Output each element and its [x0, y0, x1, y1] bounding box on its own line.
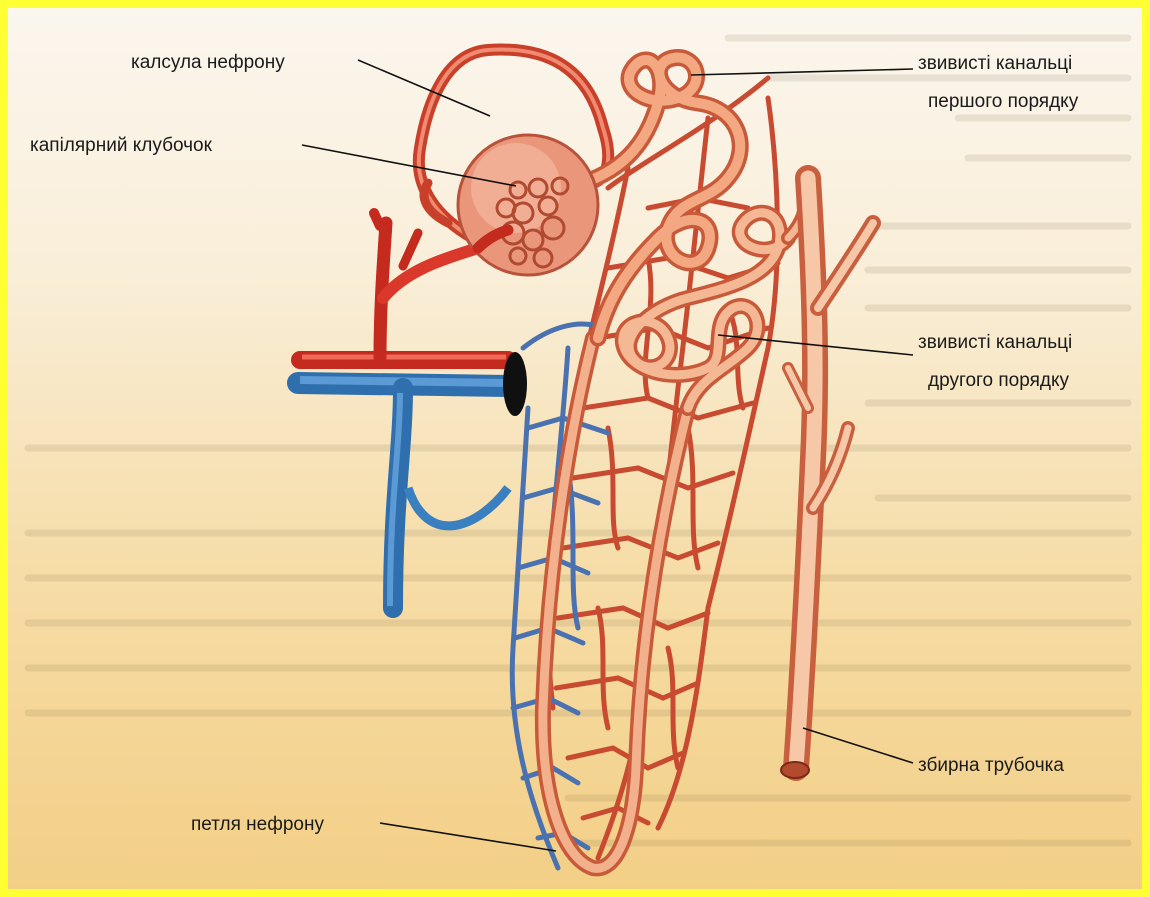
label-proximal-tubules-line1: звивисті канальці — [918, 53, 1072, 74]
label-capsule: калсула нефрону — [131, 52, 285, 73]
nephron-diagram: калсула нефрону капілярний клубочок звив… — [8, 8, 1142, 889]
vessel-cut-end — [503, 352, 527, 416]
renal-vein — [298, 380, 508, 608]
label-nephron-loop: петля нефрону — [191, 814, 324, 835]
label-proximal-tubules-line2: першого порядку — [928, 91, 1079, 112]
label-distal-tubules-line2: другого порядку — [928, 370, 1069, 391]
collecting-duct-opening — [781, 762, 809, 778]
label-glomerulus: капілярний клубочок — [30, 135, 213, 156]
figure-frame: калсула нефрону капілярний клубочок звив… — [8, 8, 1142, 889]
label-distal-tubules-line1: звивисті канальці — [918, 332, 1072, 353]
collecting-duct — [788, 178, 873, 768]
label-collecting-duct: збирна трубочка — [918, 755, 1064, 776]
